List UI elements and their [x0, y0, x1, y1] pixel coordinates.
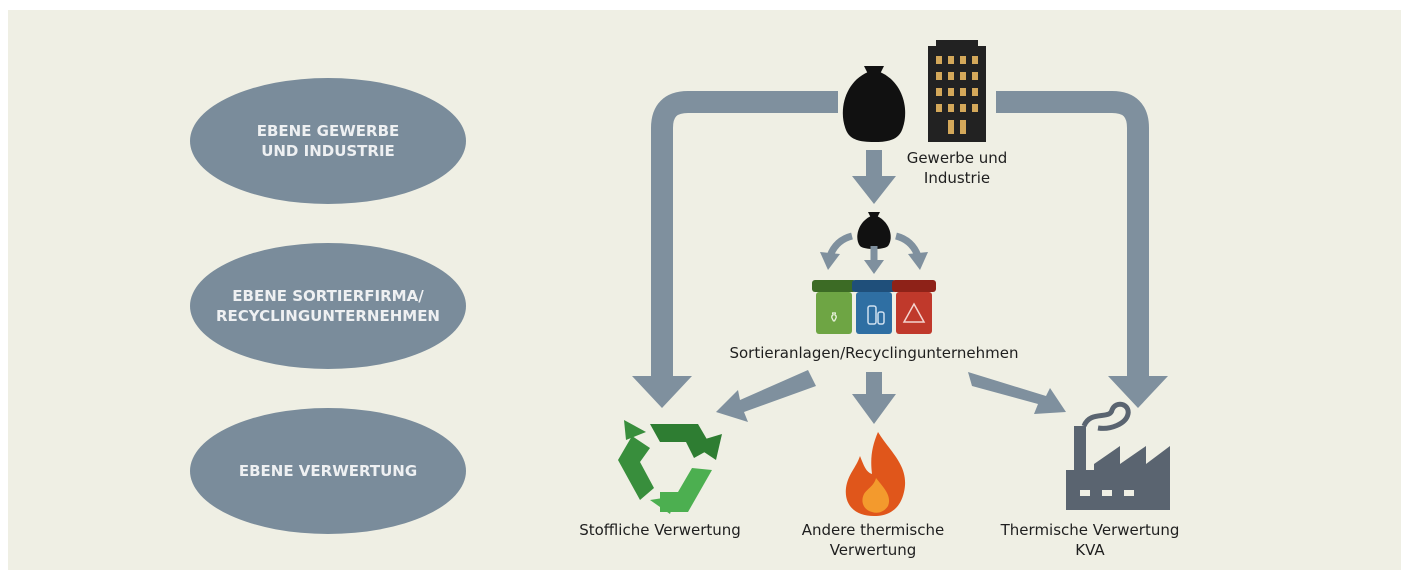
arrowhead-kva [1108, 376, 1168, 408]
recycle-icon [618, 420, 722, 514]
distribution-arrowheads [820, 252, 928, 274]
building-icon [928, 40, 986, 142]
other-thermal-label: Andere thermische Verwertung [801, 521, 945, 559]
blue-bin-icon [852, 280, 896, 334]
level-sorting-ellipse: EBENE SORTIERFIRMA/ RECYCLINGUNTERNEHMEN [190, 243, 466, 369]
red-bin-icon [892, 280, 936, 334]
level-sorting-label: EBENE SORTIERFIRMA/ RECYCLINGUNTERNEHMEN [216, 287, 440, 325]
arrow-source-to-sorting [866, 150, 882, 178]
arrow-source-to-material [651, 91, 838, 378]
arrowheads [632, 150, 1168, 424]
arrowhead-material [632, 376, 692, 408]
arrow-source-to-kva [996, 91, 1149, 378]
material-recovery-label: Stoffliche Verwertung [579, 521, 741, 539]
source-label: Gewerbe und Industrie [906, 149, 1008, 187]
green-bin-icon: ⚱ [812, 280, 856, 334]
flame-icon [845, 432, 906, 516]
arrow-sorting-to-kva [968, 372, 1066, 414]
level-industry-ellipse: EBENE GEWERBE UND INDUSTRIE [190, 78, 466, 204]
sorting-label: Sortieranlagen/Recyclingunternehmen [729, 344, 1019, 362]
arrow-sorting-to-other-thermal [866, 372, 882, 396]
arrow-sorting-to-material [716, 370, 816, 422]
thermal-kva-label: Thermische Verwertung KVA [1000, 521, 1180, 559]
level-recovery-label: EBENE VERWERTUNG [238, 462, 418, 480]
outer-arrows [651, 91, 1149, 378]
level-recovery-ellipse: EBENE VERWERTUNG [190, 408, 466, 534]
arrowhead-other-thermal [852, 394, 896, 424]
factory-icon [1066, 401, 1170, 510]
garbage-bag-icon [842, 66, 906, 142]
svg-text:⚱: ⚱ [828, 310, 840, 326]
level-industry-label: EBENE GEWERBE UND INDUSTRIE [256, 122, 400, 160]
arrowhead-sorting [852, 176, 896, 204]
small-bag-icon [857, 212, 891, 249]
